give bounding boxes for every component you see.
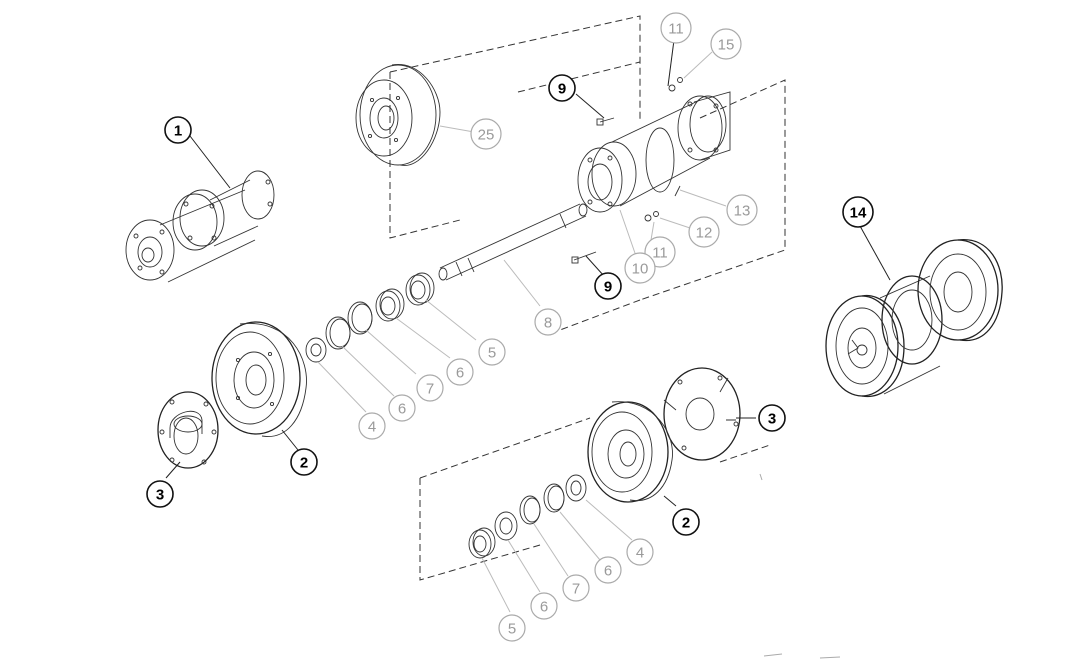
callout-c8: 8 — [534, 308, 562, 336]
callout-c3b: 3 — [758, 404, 786, 432]
callout-c2a: 2 — [290, 448, 318, 476]
callout-c13: 13 — [726, 194, 758, 226]
callout-label: 14 — [850, 205, 867, 222]
callout-c7b: 7 — [562, 574, 590, 602]
scan-artifacts — [759, 473, 841, 659]
callout-c25: 25 — [470, 118, 502, 150]
callout-label: 3 — [156, 487, 164, 504]
callout-circle — [710, 28, 742, 60]
callout-c6a: 6 — [446, 358, 474, 386]
callout-label: 25 — [478, 127, 495, 144]
callout-circle — [146, 480, 174, 508]
callout-label: 13 — [734, 203, 751, 220]
callout-c3a: 3 — [146, 480, 174, 508]
callout-label: 6 — [540, 599, 548, 616]
callout-circle — [672, 508, 700, 536]
callout-circle — [842, 196, 874, 228]
axle-housing-part-1 — [125, 170, 275, 283]
callout-label: 12 — [696, 225, 713, 242]
callout-label: 11 — [668, 21, 684, 38]
callout-c6c: 6 — [594, 556, 622, 584]
assembly-boundary-upper — [389, 15, 786, 331]
callout-circle — [594, 556, 622, 584]
right-hub-cap-part-3 — [663, 367, 741, 461]
callout-c5a: 5 — [478, 338, 506, 366]
callout-circle — [498, 614, 526, 642]
assembled-roller-part-14 — [825, 239, 1003, 398]
callout-circle — [624, 252, 656, 284]
callout-label: 6 — [398, 401, 406, 418]
callout-label: 15 — [718, 37, 735, 54]
callout-c4a: 4 — [358, 412, 386, 440]
callout-circle — [164, 116, 192, 144]
callout-circle — [562, 574, 590, 602]
callout-label: 4 — [636, 545, 644, 562]
bearing-stack-lower — [468, 474, 587, 559]
callout-label: 1 — [174, 123, 182, 140]
callout-circle — [530, 592, 558, 620]
flanged-tube-assembly — [571, 77, 731, 264]
leader-lines — [165, 39, 891, 613]
callout-circle — [594, 272, 622, 300]
callout-label: 11 — [652, 245, 668, 262]
callout-c6b: 6 — [388, 394, 416, 422]
callout-circle — [660, 12, 692, 44]
callout-label: 3 — [768, 411, 776, 428]
callout-c5b: 5 — [498, 614, 526, 642]
callout-label: 2 — [300, 455, 308, 472]
callout-circle — [416, 374, 444, 402]
lower-wheel-part-2 — [587, 401, 673, 503]
callout-label: 7 — [572, 581, 580, 598]
callout-circle — [726, 194, 758, 226]
callout-label: 10 — [632, 261, 649, 278]
callout-circle — [446, 358, 474, 386]
callout-c12: 12 — [688, 216, 720, 248]
callout-c1: 1 — [164, 116, 192, 144]
callout-circle — [626, 538, 654, 566]
callout-circle — [470, 118, 502, 150]
left-wheel-part-2 — [211, 321, 307, 437]
callout-c11a: 11 — [660, 12, 692, 44]
callout-c15: 15 — [710, 28, 742, 60]
bearing-stack-upper — [305, 272, 435, 363]
callout-circle — [478, 338, 506, 366]
callout-c6d: 6 — [530, 592, 558, 620]
shaft-part-8 — [438, 203, 588, 281]
callout-label: 5 — [488, 345, 496, 362]
callout-label: 6 — [604, 563, 612, 580]
callout-circle — [688, 216, 720, 248]
callout-circle — [290, 448, 318, 476]
callout-label: 9 — [604, 279, 612, 296]
callout-c2b: 2 — [672, 508, 700, 536]
callout-c9b: 9 — [594, 272, 622, 300]
callout-c10: 10 — [624, 252, 656, 284]
callout-circle — [758, 404, 786, 432]
callout-circle — [534, 308, 562, 336]
upper-wheel-part-25 — [355, 64, 441, 166]
callout-c4b: 4 — [626, 538, 654, 566]
assembly-boundary-lower — [419, 417, 771, 581]
callout-label: 8 — [544, 315, 552, 332]
left-hub-cap-part-3 — [157, 391, 219, 469]
callout-c14: 14 — [842, 196, 874, 228]
callout-label: 9 — [558, 81, 566, 98]
callout-label: 4 — [368, 419, 376, 436]
callout-label: 5 — [508, 621, 516, 638]
callout-c7a: 7 — [416, 374, 444, 402]
callout-label: 6 — [456, 365, 464, 382]
callout-circle — [548, 74, 576, 102]
callout-circle — [358, 412, 386, 440]
callout-circle — [388, 394, 416, 422]
callout-label: 7 — [426, 381, 434, 398]
callout-c9a: 9 — [548, 74, 576, 102]
callout-label: 2 — [682, 515, 690, 532]
